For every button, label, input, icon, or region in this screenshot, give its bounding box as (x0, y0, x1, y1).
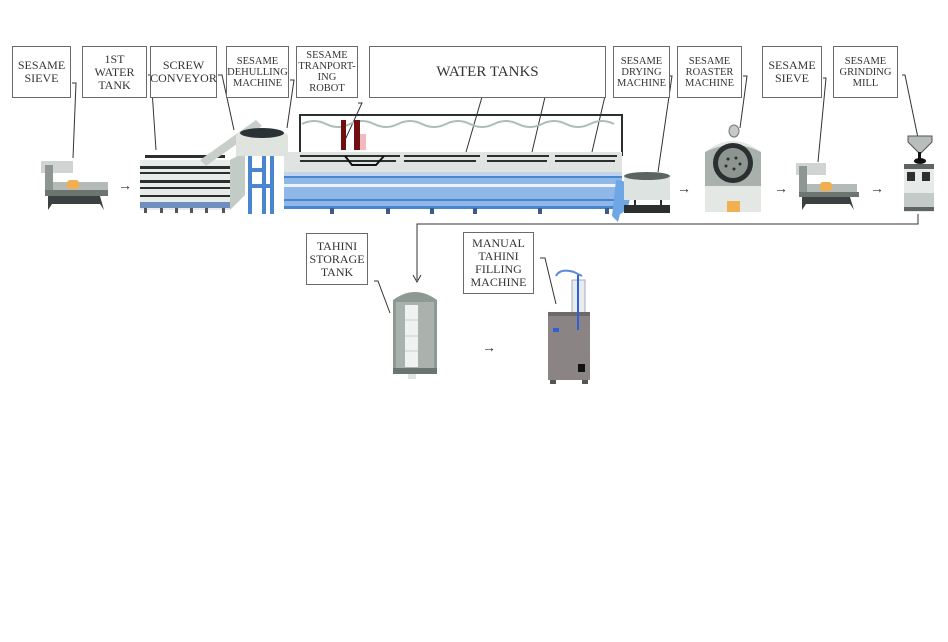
label-sesame-sieve-1: SESAME SIEVE (12, 46, 71, 98)
water-tanks-machine (284, 114, 630, 222)
label-screw-conveyor: SCREW CONVEYOR (150, 46, 217, 98)
grinding-mill-machine (904, 135, 934, 212)
sesame-sieve-2-machine (796, 163, 859, 210)
tahini-storage-tank-machine (393, 292, 437, 379)
label-storage-tank: TAHINI STORAGE TANK (306, 233, 368, 285)
flow-arrow: → (677, 182, 691, 197)
first-water-tank-machine (140, 152, 245, 213)
flow-arrow: → (774, 182, 788, 197)
label-first-water-tank: 1ST WATER TANK (82, 46, 147, 98)
label-roaster-machine: SESAME ROASTER MACHINE (677, 46, 742, 98)
leader-lines (72, 74, 919, 314)
label-water-tanks: WATER TANKS (369, 46, 606, 98)
return-flow-line (412, 214, 919, 284)
roaster-machine (705, 124, 761, 212)
tahini-filling-machine (548, 269, 590, 384)
label-transporting-robot: SESAME TRANPORT- ING ROBOT (296, 46, 358, 98)
flow-arrow: → (870, 182, 884, 197)
dehulling-machine (236, 128, 288, 214)
label-dehulling-machine: SESAME DEHULLING MACHINE (226, 46, 289, 98)
sesame-sieve-1-machine (41, 161, 108, 210)
label-filling-machine: MANUAL TAHINI FILLING MACHINE (463, 232, 534, 294)
flow-arrow: → (482, 341, 496, 356)
label-sesame-sieve-2: SESAME SIEVE (762, 46, 822, 98)
flow-arrow: → (118, 179, 132, 194)
label-drying-machine: SESAME DRYING MACHINE (613, 46, 670, 98)
label-grinding-mill: SESAME GRINDING MILL (833, 46, 898, 98)
drying-machine (624, 172, 670, 213)
